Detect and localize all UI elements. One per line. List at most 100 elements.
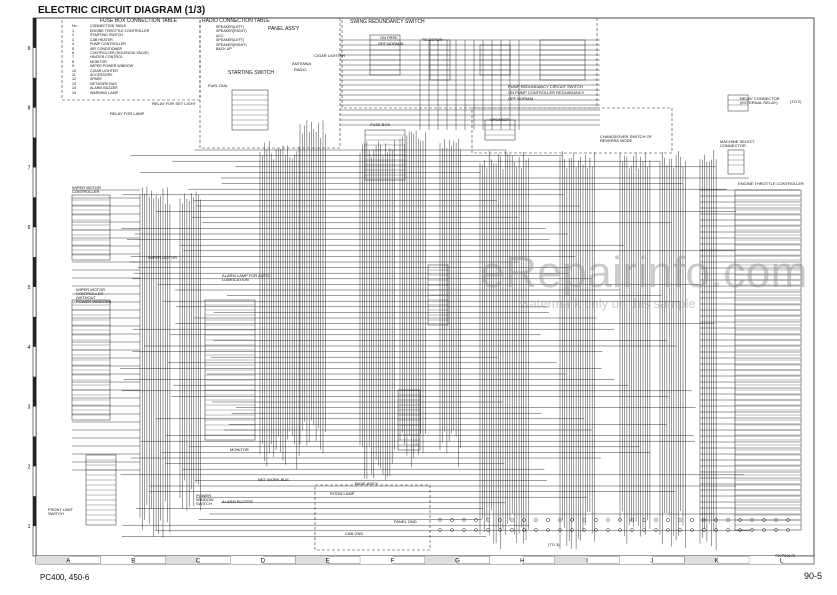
fuse-table-header-no: No. [72, 24, 78, 28]
terminal [450, 528, 454, 532]
fuel-dial-label: FUEL DIAL [208, 83, 229, 88]
terminal [654, 528, 658, 532]
terminal [690, 528, 694, 532]
terminal [786, 518, 790, 522]
terminal [594, 528, 598, 532]
fuse-table-number: 1 [72, 29, 74, 33]
off-normal-label: OFF NORMAL [378, 41, 405, 46]
page-number: 90-5 [803, 571, 822, 581]
terminal [774, 528, 778, 532]
terminal [666, 528, 670, 532]
starting-switch-label: STARTING SWITCH [228, 70, 274, 76]
base-assy-label: BASE ASS'Y [355, 481, 378, 486]
panel-assy-label: PANEL ASS'Y [268, 26, 300, 32]
fuse-table-number: 4 [72, 42, 74, 47]
fuse-table-connection: SPARE [90, 77, 102, 82]
fuse-table-number: 2 [72, 33, 74, 38]
terminal [774, 518, 778, 522]
fuse-table-number: 5 [72, 46, 74, 51]
column-label-J: J [650, 559, 653, 565]
fuse-box-label: FUSE BOX [370, 122, 391, 127]
terminal [582, 518, 586, 522]
terminal [738, 528, 742, 532]
terminal [534, 518, 538, 522]
fuse-table-number: 10 [72, 68, 76, 73]
doc-code: SWP00172 [775, 553, 796, 558]
front-limit-label: FRONT LIMIT SWITCH [48, 507, 73, 516]
terminal [474, 518, 478, 522]
column-label-I: I [586, 559, 588, 565]
terminal [498, 518, 502, 522]
fuse-table-connection: CONTROLLER (SOLENOID VALVE) [90, 51, 149, 55]
terminal [606, 518, 610, 522]
row-label-6: 6 [28, 225, 31, 231]
terminal [474, 528, 478, 532]
net-work-bus-label: NET WORK BUS [258, 477, 289, 482]
fuse-table-connection: ACCESSORY [90, 73, 113, 77]
fuse-box-table-title: FUSE BOX CONNECTION TABLE [100, 18, 178, 24]
row-label-3: 3 [28, 405, 31, 411]
row-label-8: 8 [28, 106, 31, 112]
terminal [786, 528, 790, 532]
on-free-label: ON FREE [380, 35, 398, 40]
fuse-table-number: 11 [72, 73, 76, 77]
terminal [438, 528, 442, 532]
terminal [642, 528, 646, 532]
radio-table-row: SPEAKER(RIGHT) [216, 42, 247, 47]
speaker-label: SPEAKER [490, 117, 509, 122]
row-label-2: 2 [28, 464, 31, 470]
terminal [570, 528, 574, 532]
wiper-motor-label: WIPER MOTOR [148, 255, 178, 260]
pump-switch-label: PUMP REDUNDANCY CIRCUIT SWITCH [508, 84, 583, 89]
fuse-table-connection: CIGAR LIGHTER [90, 68, 118, 73]
terminal [438, 518, 442, 522]
relay-lamp-label: RELAY FOR LAMP [110, 111, 145, 116]
terminal [714, 518, 718, 522]
column-label-F: F [391, 559, 395, 565]
page-title: ELECTRIC CIRCUIT DIAGRAM (1/3) [38, 5, 206, 16]
terminal [738, 518, 742, 522]
fuse-table-number: 12 [72, 77, 76, 82]
terminal [582, 528, 586, 532]
radio-label: RADIO [294, 67, 307, 72]
row-label-9: 9 [28, 46, 31, 52]
column-label-K: K [715, 559, 719, 565]
column-label-A: A [66, 559, 70, 565]
terminal [702, 528, 706, 532]
column-label-C: C [196, 559, 201, 565]
cigar-lighter-label: CIGAR LIGHTER [314, 53, 346, 58]
room-lamp-label: ROOM LAMP [330, 491, 355, 496]
resistor-label: RESISTOR [422, 37, 443, 42]
terminal [762, 528, 766, 532]
engine-throttle-label: ENGINE THROTTLE CONTROLLER [738, 181, 804, 186]
row-label-4: 4 [28, 345, 31, 351]
relay-set-light-label: RELAY FOR SET LIGHT [152, 101, 197, 106]
terminal [534, 528, 538, 532]
terminal [450, 518, 454, 522]
fuse-table-number: 8 [72, 59, 74, 64]
fuse-table-header-name: CONNECTION TABLE [90, 24, 127, 28]
radio-table-title: RADIO CONNECTION TABLE [202, 18, 270, 24]
connector-block [727, 149, 745, 175]
panel-assy-box [61, 17, 673, 551]
wiper-ctrl-power-label: WIPER MOTOR CONTROLLER (WITHOUT POWER WI… [76, 287, 112, 304]
watermark: eRepairinfo.com [480, 248, 808, 297]
terminal [618, 528, 622, 532]
terminal [558, 518, 562, 522]
terminal [618, 518, 622, 522]
fuse-table-connection: AIR CONDITIONER [90, 46, 123, 51]
panel-gnd-label: PANEL GND [394, 519, 417, 524]
terminal [486, 518, 490, 522]
fuse-table-number: 3 [72, 37, 74, 42]
radio-table-row: BACK UP [216, 47, 232, 51]
fuse-table-connection: MONITOR [90, 59, 107, 64]
fuse-table-connection: PUMP CONTROLLER [90, 42, 126, 47]
radio-table-row: ACC [216, 33, 224, 38]
fuse-table-number: 6 [72, 51, 74, 55]
relay-connector-label: RELAY CONNECTOR (EXTERNAL RELAY) [740, 96, 780, 105]
fuse-table-connection: NETWORK BUS [90, 81, 117, 86]
terminal [630, 528, 634, 532]
terminal [522, 518, 526, 522]
